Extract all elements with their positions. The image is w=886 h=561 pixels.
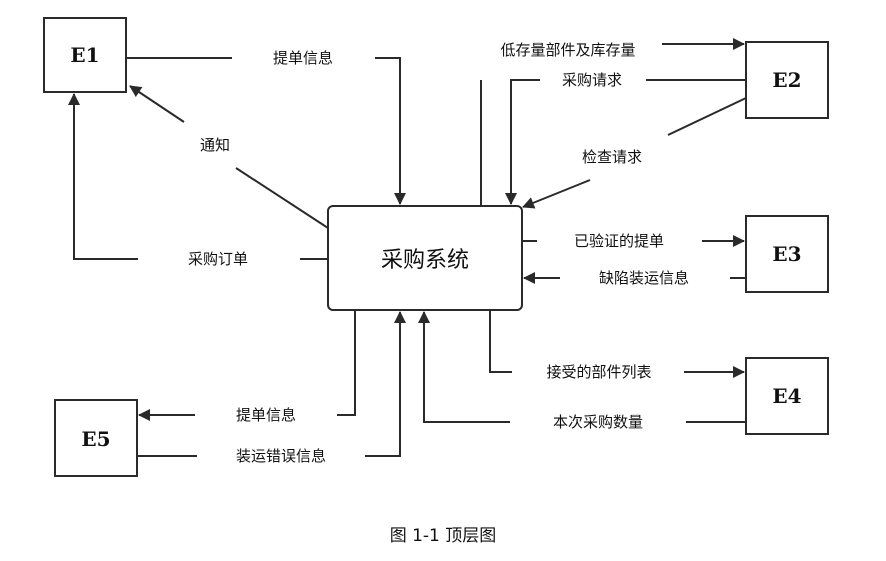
label-check-request: 检查请求	[582, 148, 642, 166]
entity-e4-label: E4	[772, 384, 801, 408]
entity-e5-label: E5	[81, 427, 110, 451]
flow-notify	[235, 167, 329, 229]
entity-e1-label: E1	[70, 43, 99, 67]
label-bill-info-top: 提单信息	[273, 49, 333, 67]
entity-e4: E4	[745, 357, 829, 435]
label-bill-info-bottom: 提单信息	[236, 406, 296, 424]
label-notify: 通知	[200, 136, 230, 154]
flow-purchase-request	[511, 79, 746, 204]
entity-e2: E2	[745, 41, 829, 119]
flow-received-parts	[489, 310, 744, 372]
label-shipping-error: 装运错误信息	[236, 447, 326, 465]
entity-e1: E1	[43, 17, 127, 93]
label-purchase-request: 采购请求	[562, 71, 622, 89]
label-verified-bill: 已验证的提单	[574, 232, 664, 250]
label-low-stock: 低存量部件及库存量	[500, 41, 635, 59]
figure-caption: 图 1-1 顶层图	[389, 526, 497, 546]
flow-notify-arrow	[129, 85, 185, 123]
flow-bill-info-top	[126, 57, 400, 204]
label-defect-shipping: 缺陷装运信息	[599, 269, 689, 287]
flow-check-request	[523, 97, 747, 207]
flow-bill-info-bottom	[139, 310, 356, 415]
entity-e5: E5	[54, 399, 138, 477]
flow-purchase-order	[74, 94, 328, 260]
entity-e3: E3	[745, 215, 829, 293]
process-purchasing-system: 采购系统	[327, 205, 523, 311]
process-label: 采购系统	[381, 248, 469, 273]
entity-e3-label: E3	[772, 242, 801, 266]
flow-shipping-error	[137, 312, 400, 457]
label-received-parts: 接受的部件列表	[546, 363, 651, 381]
entity-e2-label: E2	[772, 68, 801, 92]
label-purchase-order: 采购订单	[188, 250, 248, 268]
flow-purchase-quantity	[424, 312, 746, 423]
label-purchase-quantity: 本次采购数量	[553, 413, 643, 431]
